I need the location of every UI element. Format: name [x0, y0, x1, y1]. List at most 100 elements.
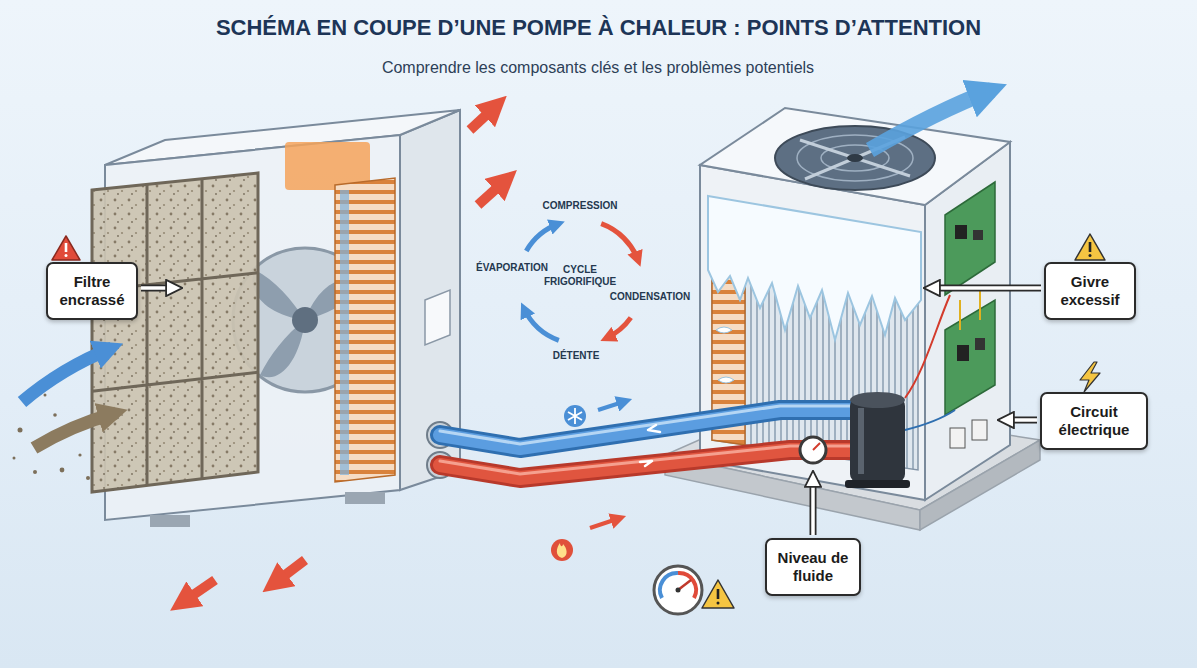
- leader-outline: [810, 477, 817, 535]
- warning-mark: [65, 243, 68, 252]
- leader-arrow: [930, 286, 1041, 290]
- frost-patch: [716, 327, 734, 383]
- fan-hub: [847, 154, 863, 162]
- hot-pipe: [440, 450, 850, 478]
- callout-text: Circuit électrique: [1049, 403, 1139, 439]
- warm-air-arrow: [180, 580, 215, 604]
- callout-text: Filtre encrassé: [55, 273, 129, 309]
- leaders: [141, 288, 1041, 535]
- dust-dot: [86, 476, 90, 480]
- warning-triangle: [702, 580, 734, 608]
- cold-air-arrow: [22, 348, 112, 402]
- dust-dot: [18, 428, 23, 433]
- cycle-step: COMPRESSION: [525, 200, 635, 212]
- fan-hub: [292, 307, 318, 333]
- cold-flow-arrow: [598, 401, 626, 410]
- relay: [950, 428, 965, 448]
- callout-box: Filtre encrassé: [46, 262, 138, 320]
- gauge-face: [800, 437, 826, 463]
- cycle-step: DÉTENTE: [531, 350, 621, 362]
- cycle-step: CONDENSATION: [600, 291, 700, 303]
- leader-arrow: [141, 286, 176, 290]
- cycle-arc: [524, 308, 559, 340]
- coil: [335, 178, 395, 482]
- dirty-filter: [92, 173, 258, 492]
- snowflake-badge: [564, 405, 586, 427]
- flow-chevron: [648, 425, 660, 432]
- airflow: [13, 104, 509, 604]
- cycle-arc: [601, 224, 638, 261]
- leader-arrow: [1004, 418, 1037, 422]
- unit-foot: [345, 492, 385, 504]
- compressor-body: [850, 398, 905, 482]
- callout-box: Circuit électrique: [1040, 392, 1148, 450]
- dust: [13, 394, 91, 481]
- dust-dot: [44, 394, 47, 397]
- gauge-hub: [676, 588, 681, 593]
- valve-cover: [425, 290, 450, 345]
- warm-air-arrow: [272, 560, 305, 585]
- frost: [708, 196, 921, 340]
- dust-air-arrow: [34, 413, 116, 448]
- flame: [557, 543, 567, 558]
- dust-dot: [33, 470, 37, 474]
- flame-badge: [551, 539, 573, 561]
- cycle-arc: [526, 224, 559, 251]
- warm-air-arrow: [478, 178, 508, 205]
- callout-text: Givre excessif: [1053, 273, 1127, 309]
- subtitle: Comprendre les composants clés et les pr…: [218, 58, 978, 77]
- compressor-top: [850, 392, 905, 408]
- pipes: [440, 406, 850, 478]
- lightning-icon: [1080, 362, 1100, 392]
- dust-dot: [78, 453, 81, 456]
- hot-flow-arrow: [590, 518, 620, 528]
- diagram-title: SCHÉMA EN COUPE D’UNE POMPE À CHALEUR : …: [0, 14, 1197, 42]
- compressor-base: [845, 480, 910, 488]
- exhaust-air-arrow: [870, 90, 992, 150]
- warning-icons: [52, 234, 1105, 614]
- circuit-board: [945, 182, 995, 295]
- temperature-icons: [551, 401, 626, 561]
- gauge-scale: [660, 573, 678, 598]
- cycle-arrows: [524, 224, 639, 341]
- pipe-gauge: [800, 437, 826, 463]
- chip: [973, 230, 983, 240]
- leader-outline: [1004, 417, 1037, 424]
- cycle-arc: [606, 318, 631, 339]
- cold-pipe-shine: [440, 406, 850, 444]
- warning-mark: [65, 254, 68, 257]
- warning-mark: [1089, 254, 1092, 257]
- dust-dot: [53, 413, 57, 417]
- leader-outline: [141, 285, 176, 292]
- dust-dot: [13, 457, 16, 460]
- flow-chevron: [640, 461, 652, 466]
- compressor: [845, 392, 910, 488]
- chip: [975, 338, 985, 350]
- wire: [960, 290, 980, 330]
- callout-box: Niveau de fluide: [765, 538, 861, 596]
- relay: [972, 420, 987, 440]
- warm-air-arrow: [470, 104, 498, 130]
- warning-mark: [717, 589, 720, 599]
- warning-triangle: [1075, 234, 1105, 260]
- snowflake: [568, 408, 582, 424]
- leader-outline: [930, 285, 1041, 292]
- leader-arrow: [811, 477, 815, 535]
- coil-tube: [340, 190, 349, 475]
- warning-mark: [717, 602, 720, 605]
- wire: [905, 295, 950, 398]
- circuit-board: [945, 300, 995, 415]
- hot-pipe: [440, 450, 850, 478]
- gauge-icon: [654, 566, 702, 614]
- dust-dot: [60, 468, 65, 473]
- hot-pipe-shine: [440, 446, 850, 474]
- compressor-shine: [858, 408, 864, 474]
- unit-top: [700, 108, 1010, 205]
- unit-foot: [150, 515, 190, 527]
- wire: [905, 410, 955, 430]
- chip: [955, 225, 967, 239]
- left-unit: [92, 110, 460, 527]
- cycle-title: CYCLE FRIGORIFIQUE: [534, 264, 626, 288]
